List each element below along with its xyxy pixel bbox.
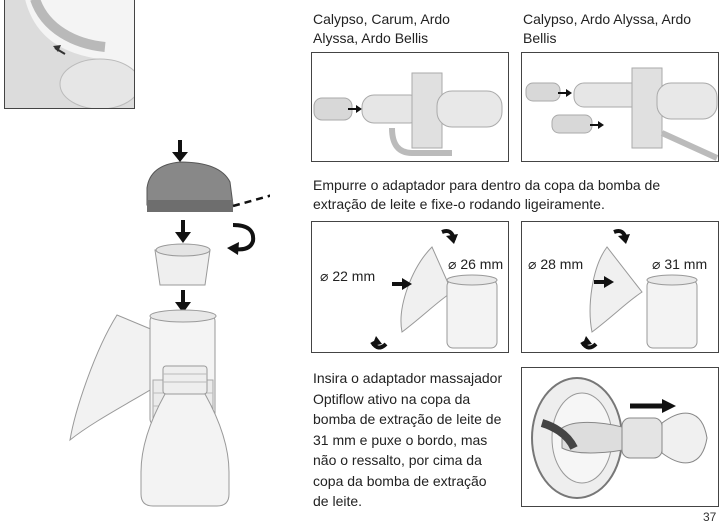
compat-left-line2: Alyssa, Ardo Bellis [313, 30, 429, 46]
instruction-2-line5: não o ressalto, por cima da [313, 452, 482, 468]
compat-left-line1: Calypso, Carum, Ardo [313, 11, 450, 27]
size-image-22-26: ⌀ 22 mm ⌀ 26 mm [311, 221, 509, 353]
instruction-2-line7: de leite. [313, 493, 363, 509]
size-image-28-31: ⌀ 28 mm ⌀ 31 mm [521, 221, 719, 353]
instruction-2-line1: Insira o adaptador massajador [313, 370, 503, 386]
instruction-push-adapter: Empurre o adaptador para dentro da copa … [313, 176, 660, 214]
size-label-31mm: ⌀ 31 mm [652, 256, 708, 272]
detail-inset-image [4, 0, 135, 109]
compat-caption-right: Calypso, Ardo Alyssa, Ardo Bellis [523, 10, 691, 48]
instruction-1-line1: Empurre o adaptador para dentro da copa … [313, 177, 661, 193]
size-label-26mm: ⌀ 26 mm [448, 256, 504, 272]
compat-right-line1: Calypso, Ardo Alyssa, Ardo [523, 11, 692, 27]
compat-right-line2: Bellis [523, 30, 557, 46]
instruction-1-line2: extração de leite e fixe-o rodando ligei… [313, 196, 605, 212]
size-label-28mm: ⌀ 28 mm [528, 256, 584, 272]
tube-adapter-image-left [311, 52, 509, 162]
size-label-22mm: ⌀ 22 mm [320, 268, 376, 284]
instruction-2-line3: bomba de extração de leite de [313, 411, 502, 427]
bottle-illustration [135, 362, 235, 510]
instruction-2-line4: 31 mm e puxe o bordo, mas [313, 431, 488, 448]
instruction-2-line2: Optiflow ativo na copa da [313, 390, 471, 407]
page-number: 37 [703, 510, 717, 524]
compat-caption-left: Calypso, Carum, Ardo Alyssa, Ardo Bellis [313, 10, 450, 48]
instruction-optiflow: Insira o adaptador massajador Optiflow a… [313, 368, 502, 512]
optiflow-insert-image [521, 367, 719, 507]
instruction-2-line6: copa da bomba de extração [313, 472, 487, 489]
tube-adapter-image-right [521, 52, 719, 162]
